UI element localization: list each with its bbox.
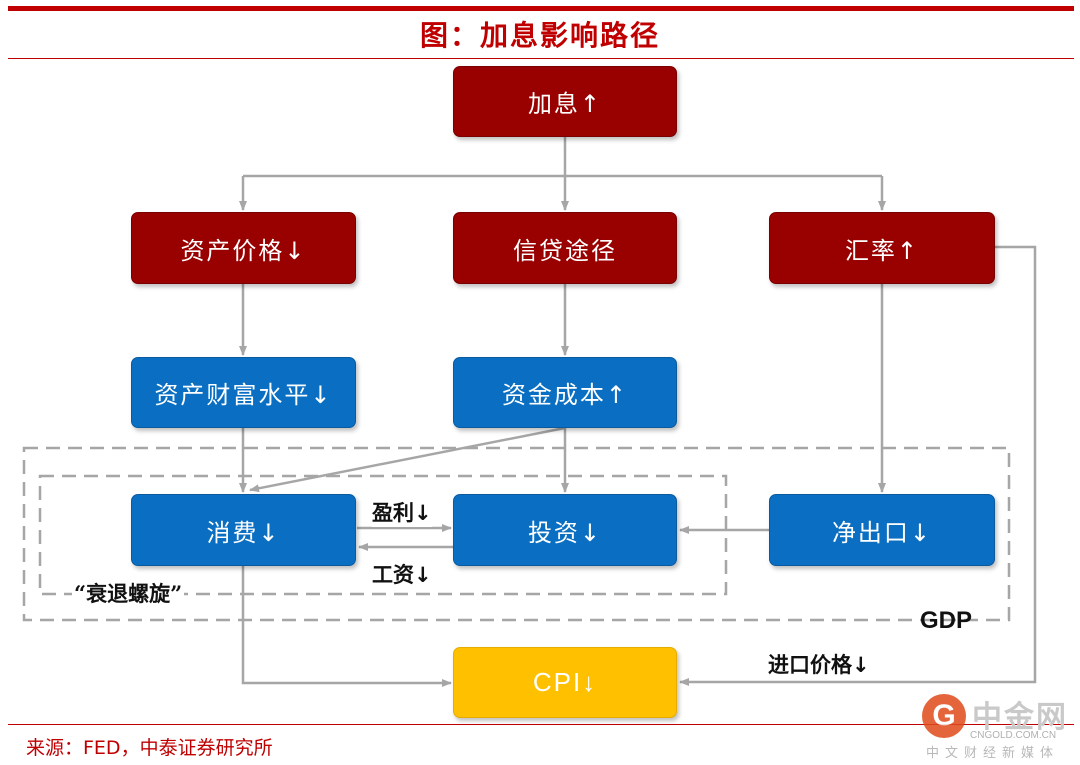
node-wealth-level: 资产财富水平↓ xyxy=(131,357,356,428)
node-consumption: 消费↓ xyxy=(131,494,356,566)
label-recession-spiral: “衰退螺旋” xyxy=(72,578,185,608)
gdp-boundary xyxy=(22,446,1011,622)
arrow-consumption-to-cpi xyxy=(241,566,452,687)
node-net-exports: 净出口↓ xyxy=(769,494,995,566)
footer-divider xyxy=(8,724,1074,725)
label-profit: 盈利↓ xyxy=(372,497,432,527)
label-wages: 工资↓ xyxy=(372,559,432,589)
top-accent-bar xyxy=(8,6,1074,11)
source-note: 来源：FED，中泰证券研究所 xyxy=(26,737,273,759)
watermark-tagline: 中文财经新媒体 xyxy=(926,746,1060,761)
label-gdp: GDP xyxy=(920,607,973,634)
label-import-price: 进口价格↓ xyxy=(768,653,870,677)
cngold-logo-icon: G xyxy=(922,694,966,738)
recession-spiral-boundary xyxy=(38,474,728,596)
node-cpi: CPI↓ xyxy=(453,647,677,718)
watermark-logo: G 中金网 CNGOLD.COM.CN 中文财经新媒体 xyxy=(918,690,1068,761)
watermark-url: CNGOLD.COM.CN xyxy=(970,730,1057,741)
node-exchange-rate: 汇率↑ xyxy=(769,212,995,284)
node-investment: 投资↓ xyxy=(453,494,677,566)
watermark-name: 中金网 xyxy=(972,700,1068,735)
node-rate-hike: 加息↑ xyxy=(453,66,677,137)
title-divider xyxy=(8,58,1074,59)
node-asset-price: 资产价格↓ xyxy=(131,212,356,284)
node-capital-cost: 资金成本↑ xyxy=(453,357,677,428)
arrow-exchange-rate-to-cpi xyxy=(679,245,1037,686)
node-credit-channel: 信贷途径 xyxy=(453,212,677,284)
diagram-title: 图：加息影响路径 xyxy=(419,19,660,52)
arrow-capital-cost-to-consumption xyxy=(249,426,566,493)
